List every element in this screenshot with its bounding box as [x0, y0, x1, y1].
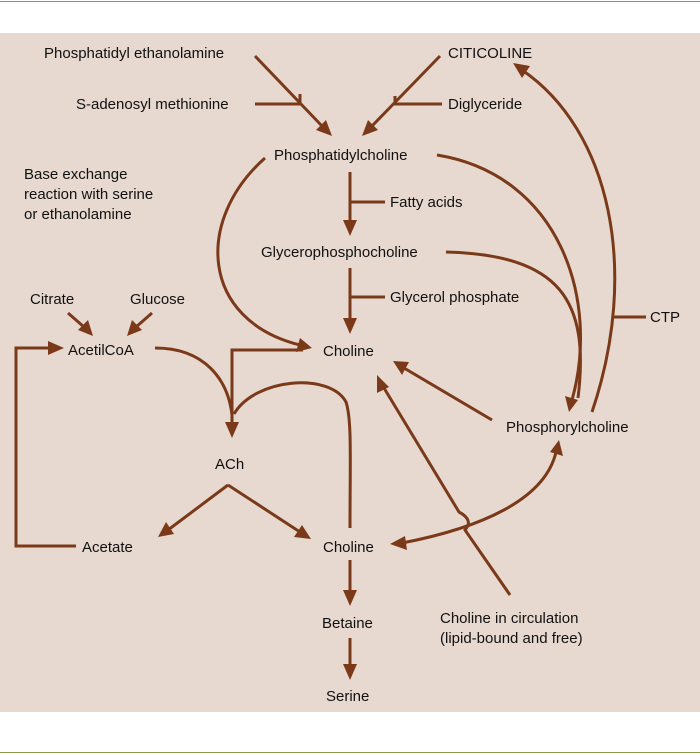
label-phosphorylcholine: Phosphorylcholine [506, 419, 629, 436]
label-phosphatidylcholine: Phosphatidylcholine [274, 147, 407, 164]
arrows [14, 54, 646, 680]
arrow-circulation-to-choline [382, 387, 512, 596]
arrowhead-to-phosphorylcholine-2 [550, 440, 563, 456]
label-phosphatidyl-ethanolamine: Phosphatidyl ethanolamine [44, 45, 224, 62]
label-acetate: Acetate [82, 539, 133, 556]
arrow-phosphorylcholine-to-citicoline [521, 68, 617, 413]
label-base-exchange-1: Base exchange [24, 166, 127, 183]
labels: Phosphatidyl ethanolamine CITICOLINE S-a… [24, 45, 680, 705]
arrow-choline-lower-phosphorylcholine [401, 451, 558, 545]
arrow-base-exchange [216, 156, 301, 347]
arrow-citicoline-to-pc [370, 54, 442, 128]
arrowhead-citicoline-to-pc [362, 120, 378, 136]
arrow-gpc-to-phosphorylcholine [445, 250, 582, 399]
label-glycerophosphocholine: Glycerophosphocholine [261, 244, 418, 261]
label-fatty-acids: Fatty acids [390, 194, 463, 211]
label-glycerol-phosphate: Glycerol phosphate [390, 289, 519, 306]
label-base-exchange-2: reaction with serine [24, 186, 153, 203]
arrowhead-gpc-to-choline [343, 318, 357, 334]
label-citicoline: CITICOLINE [448, 45, 532, 62]
arrow-ach-to-acetate [167, 483, 229, 532]
arrowhead-to-choline-upper [393, 361, 409, 375]
arrowhead-to-betaine [343, 590, 357, 606]
arrowhead-to-ach [225, 422, 239, 438]
label-circulation-2: (lipid-bound and free) [440, 630, 583, 647]
label-glucose: Glucose [130, 291, 185, 308]
arrow-acetilcoa-to-ach [154, 346, 234, 416]
label-circulation-1: Choline in circulation [440, 610, 578, 627]
arrowhead-to-acetate [158, 522, 174, 537]
arrow-pe-to-pc [253, 54, 324, 128]
arrowhead-recycle-acetilcoa [48, 341, 64, 355]
arrow-ach-to-choline-lower [227, 483, 301, 534]
arrowhead-to-serine [343, 664, 357, 680]
line-ach-loop-to-choline [232, 381, 352, 529]
line-sam-join [255, 94, 302, 106]
line-diglyceride-join [393, 96, 442, 106]
arrow-acetate-recycle [14, 346, 76, 548]
label-acetilcoa: AcetilCoA [68, 342, 134, 359]
label-serine: Serine [326, 688, 369, 705]
top-rule [0, 1, 700, 2]
arrow-citrate [67, 311, 85, 329]
label-s-adenosyl-methionine: S-adenosyl methionine [76, 96, 229, 113]
arrowhead-pc-to-gpc [343, 220, 357, 236]
arrowhead-citrate [78, 320, 93, 336]
label-choline-lower: Choline [323, 539, 374, 556]
arrowhead-to-choline-lower-right [390, 536, 407, 550]
bottom-rule [0, 752, 700, 753]
label-citrate: Citrate [30, 291, 74, 308]
arrow-pc-to-phosphorylcholine [436, 153, 583, 401]
arrowhead-pc-to-phosphorylcholine-1 [565, 396, 578, 412]
label-base-exchange-3: or ethanolamine [24, 206, 132, 223]
arrowhead-to-choline-lower [294, 525, 311, 539]
label-ctp: CTP [650, 309, 680, 326]
arrowhead-glucose [127, 320, 142, 336]
label-ach: ACh [215, 456, 244, 473]
label-betaine: Betaine [322, 615, 373, 632]
arrow-glucose [135, 311, 153, 329]
arrow-phosphorylcholine-to-choline [403, 366, 493, 422]
label-diglyceride: Diglyceride [448, 96, 522, 113]
arrow-choline-to-ach [230, 348, 303, 425]
arrowhead-to-citicoline [513, 63, 530, 78]
label-choline-upper: Choline [323, 343, 374, 360]
arrowhead-circulation-to-choline [377, 375, 389, 393]
arrowhead-pe-to-pc [316, 120, 332, 136]
